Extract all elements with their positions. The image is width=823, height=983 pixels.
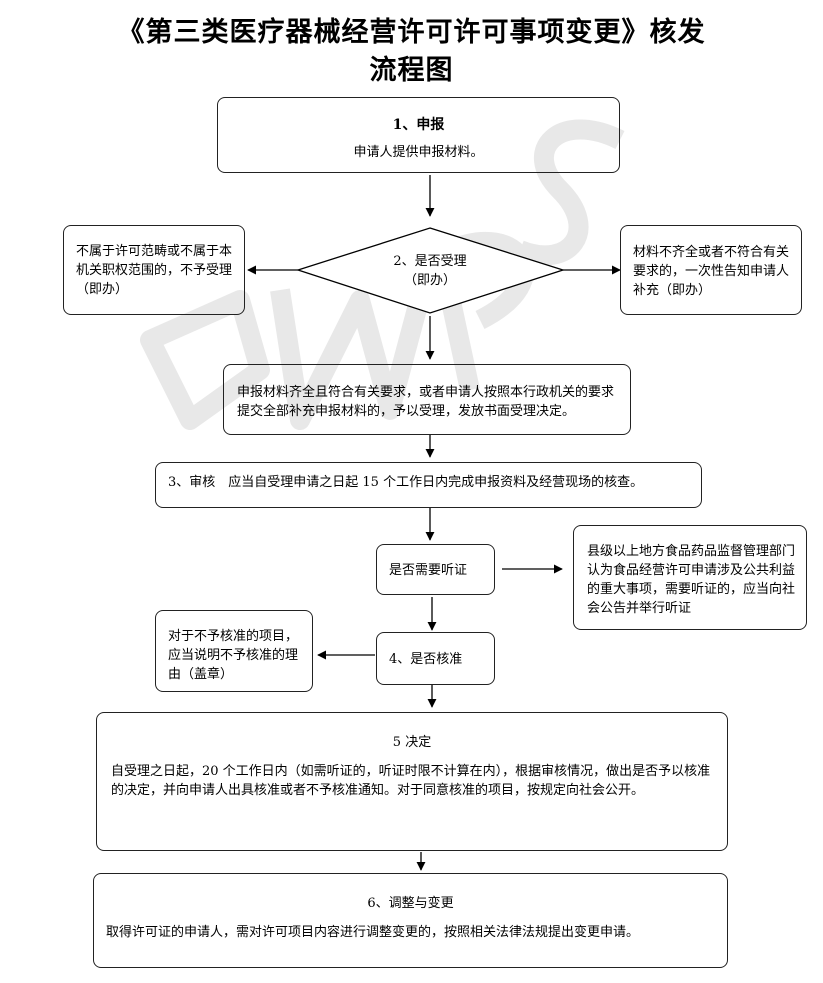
step5-heading: 5 决定 (392, 735, 432, 750)
supplement-notice-box: 材料不齐全或者不符合有关要求的，一次性告知申请人补充（即办） (620, 225, 802, 315)
page-title: 《第三类医疗器械经营许可许可事项变更》核发 (117, 17, 706, 48)
step2-sublabel: （即办） (403, 273, 456, 288)
hearing-note-box: 县级以上地方食品药品监督管理部门认为食品经营许可申请涉及公共利益的重大事项，需要… (573, 525, 807, 630)
step5-box: 5 决定 自受理之日起，20 个工作日内（如需听证的，听证时限不计算在内），根据… (96, 712, 728, 851)
step5-text: 自受理之日起，20 个工作日内（如需听证的，听证时限不计算在内），根据审核情况，… (111, 764, 711, 798)
step4-text: 4、是否核准 (389, 652, 463, 667)
step3-text: 3、审核 应当自受理申请之日起 15 个工作日内完成申报资料及经营现场的核查。 (168, 475, 644, 490)
page-subtitle: 流程图 (369, 55, 454, 86)
deny-note-text: 对于不予核准的项目，应当说明不予核准的理由（盖章） (168, 629, 299, 682)
accept-text: 申报材料齐全且符合有关要求，或者申请人按照本行政机关的要求提交全部补充申报材料的… (237, 385, 615, 419)
reject-box: 不属于许可范畴或不属于本机关职权范围的，不予受理（即办） (63, 225, 245, 315)
step2-decision: 2、是否受理 （即办） (330, 252, 530, 290)
accept-box: 申报材料齐全且符合有关要求，或者申请人按照本行政机关的要求提交全部补充申报材料的… (223, 364, 631, 435)
hearing-question-text: 是否需要听证 (389, 563, 468, 578)
supplement-notice-text: 材料不齐全或者不符合有关要求的，一次性告知申请人补充（即办） (633, 245, 790, 298)
step6-text: 取得许可证的申请人，需对许可项目内容进行调整变更的，按照相关法律法规提出变更申请… (106, 925, 640, 940)
step3-box: 3、审核 应当自受理申请之日起 15 个工作日内完成申报资料及经营现场的核查。 (155, 462, 702, 508)
step6-heading: 6、调整与变更 (367, 896, 454, 911)
step4-box: 4、是否核准 (376, 632, 495, 685)
hearing-question-box: 是否需要听证 (376, 544, 495, 595)
step1-heading: 1、申报 (392, 117, 445, 133)
step1-text: 申请人提供申报材料。 (353, 145, 484, 160)
step1-box: 1、申报 申请人提供申报材料。 (217, 97, 620, 173)
deny-note-box: 对于不予核准的项目，应当说明不予核准的理由（盖章） (155, 610, 313, 692)
hearing-note-text: 县级以上地方食品药品监督管理部门认为食品经营许可申请涉及公共利益的重大事项，需要… (587, 544, 796, 616)
reject-text: 不属于许可范畴或不属于本机关职权范围的，不予受理（即办） (76, 244, 233, 297)
step2-label: 2、是否受理 (393, 254, 467, 269)
step6-box: 6、调整与变更 取得许可证的申请人，需对许可项目内容进行调整变更的，按照相关法律… (93, 873, 728, 968)
decision-diamond (295, 227, 566, 314)
